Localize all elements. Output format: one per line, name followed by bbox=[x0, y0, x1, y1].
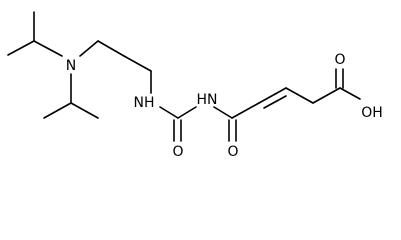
atom-label-o: O bbox=[172, 144, 183, 160]
bond bbox=[70, 102, 99, 119]
double-bond bbox=[263, 95, 287, 109]
bond bbox=[159, 106, 179, 119]
isopropyl-group-lower bbox=[43, 73, 99, 119]
bond bbox=[339, 87, 361, 100]
molecule-structure: N NH HN O O O OH bbox=[7, 11, 383, 160]
bond bbox=[7, 40, 35, 56]
bond bbox=[231, 102, 260, 119]
double-bond bbox=[258, 87, 287, 104]
bond bbox=[97, 40, 125, 57]
isopropyl-group-upper bbox=[7, 11, 63, 57]
bond bbox=[43, 102, 72, 119]
ethylene-linker bbox=[79, 40, 152, 94]
bond bbox=[177, 106, 197, 119]
bond bbox=[33, 40, 63, 57]
acyl-chain bbox=[213, 68, 361, 142]
atom-label-n: N bbox=[66, 58, 76, 74]
atom-label-hn: HN bbox=[197, 92, 218, 108]
bond bbox=[79, 40, 99, 57]
atom-label-o: O bbox=[227, 144, 238, 160]
bond bbox=[213, 106, 233, 119]
urea-group bbox=[159, 106, 197, 142]
atom-label-nh: NH bbox=[134, 95, 155, 111]
atom-label-o: O bbox=[334, 52, 345, 68]
bond bbox=[285, 87, 314, 104]
bond bbox=[312, 87, 341, 104]
atom-label-oh: OH bbox=[361, 105, 383, 121]
bond bbox=[123, 55, 152, 72]
